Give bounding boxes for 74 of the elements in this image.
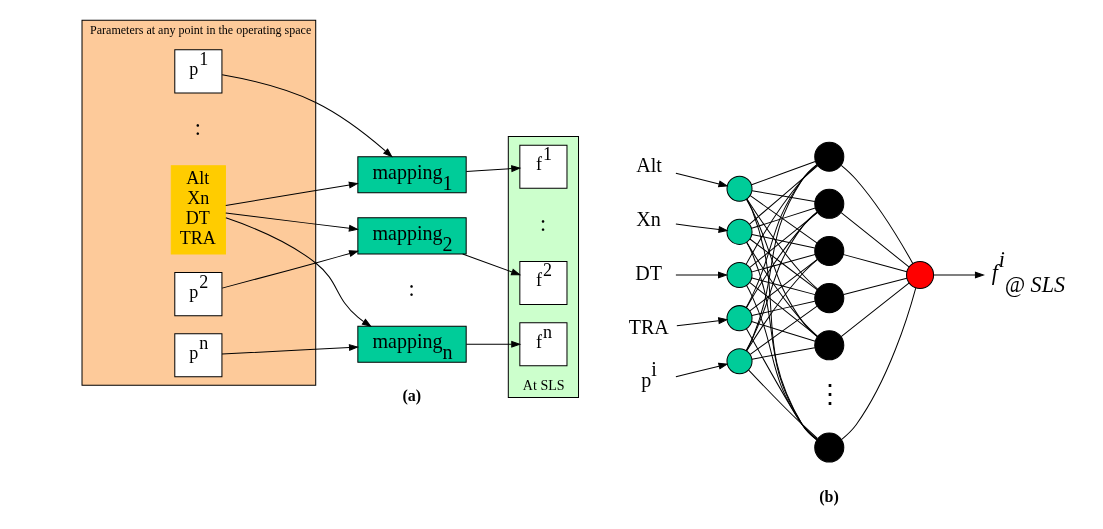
node-box: Alt Xn DT TRA — [170, 165, 226, 255]
label: : — [408, 275, 415, 301]
node-circle — [814, 330, 845, 361]
label: (a) — [402, 387, 422, 405]
arrow — [221, 250, 359, 289]
connector — [749, 195, 818, 244]
connector — [748, 369, 818, 439]
arrow — [462, 253, 521, 276]
label: (b) — [819, 487, 839, 505]
connector — [840, 164, 914, 264]
arrow — [675, 172, 728, 188]
connector — [751, 254, 816, 273]
node-circle — [906, 261, 935, 290]
node-circle — [814, 235, 845, 266]
connector — [746, 285, 818, 441]
connector — [840, 282, 910, 338]
connector — [749, 282, 818, 337]
connector — [843, 254, 908, 273]
connector — [840, 212, 910, 268]
connector — [751, 190, 816, 202]
arrow — [221, 344, 359, 355]
node-text: DT — [635, 262, 662, 285]
connector — [751, 160, 816, 186]
connector — [751, 347, 816, 360]
node-circle — [726, 218, 753, 245]
connector — [745, 211, 818, 352]
arrow — [465, 165, 521, 172]
connector — [749, 305, 818, 355]
connector — [746, 241, 819, 337]
connector — [749, 212, 819, 268]
connector — [746, 198, 819, 290]
connector — [746, 198, 818, 338]
connector — [745, 164, 818, 308]
node-circle — [814, 432, 845, 463]
arrow — [225, 181, 358, 206]
connector — [746, 198, 818, 441]
arrow — [933, 271, 984, 279]
connector — [749, 258, 818, 312]
node-circle — [726, 305, 753, 332]
label: ⋮ — [816, 379, 843, 409]
node-text: Xn — [636, 207, 661, 230]
connector — [746, 164, 818, 352]
node-circle — [726, 348, 753, 375]
connector — [745, 164, 818, 265]
connector — [751, 233, 816, 249]
connector — [746, 211, 818, 308]
node-circle — [814, 283, 845, 314]
connector — [751, 321, 816, 342]
arrow — [676, 317, 728, 327]
node-text: Alt — [636, 153, 662, 176]
connector — [843, 277, 908, 296]
connector — [749, 238, 818, 291]
connector — [746, 259, 818, 352]
node-circle — [814, 188, 845, 219]
connector — [749, 165, 819, 225]
connector — [751, 277, 816, 296]
node-circle — [726, 262, 753, 289]
connector — [751, 300, 816, 317]
arrow — [675, 223, 728, 233]
label: : — [194, 115, 201, 141]
arrow — [675, 271, 728, 279]
arrow — [465, 340, 521, 348]
arrow — [225, 212, 358, 232]
arrow — [221, 74, 393, 157]
arrow — [225, 217, 372, 327]
connector — [841, 287, 917, 440]
label: : — [539, 210, 547, 236]
connector — [751, 207, 816, 229]
node-text: TRA — [628, 316, 669, 339]
node-circle — [814, 141, 845, 172]
node-circle — [726, 175, 753, 202]
connector — [746, 241, 818, 441]
arrow — [675, 362, 728, 378]
connector — [745, 328, 818, 440]
